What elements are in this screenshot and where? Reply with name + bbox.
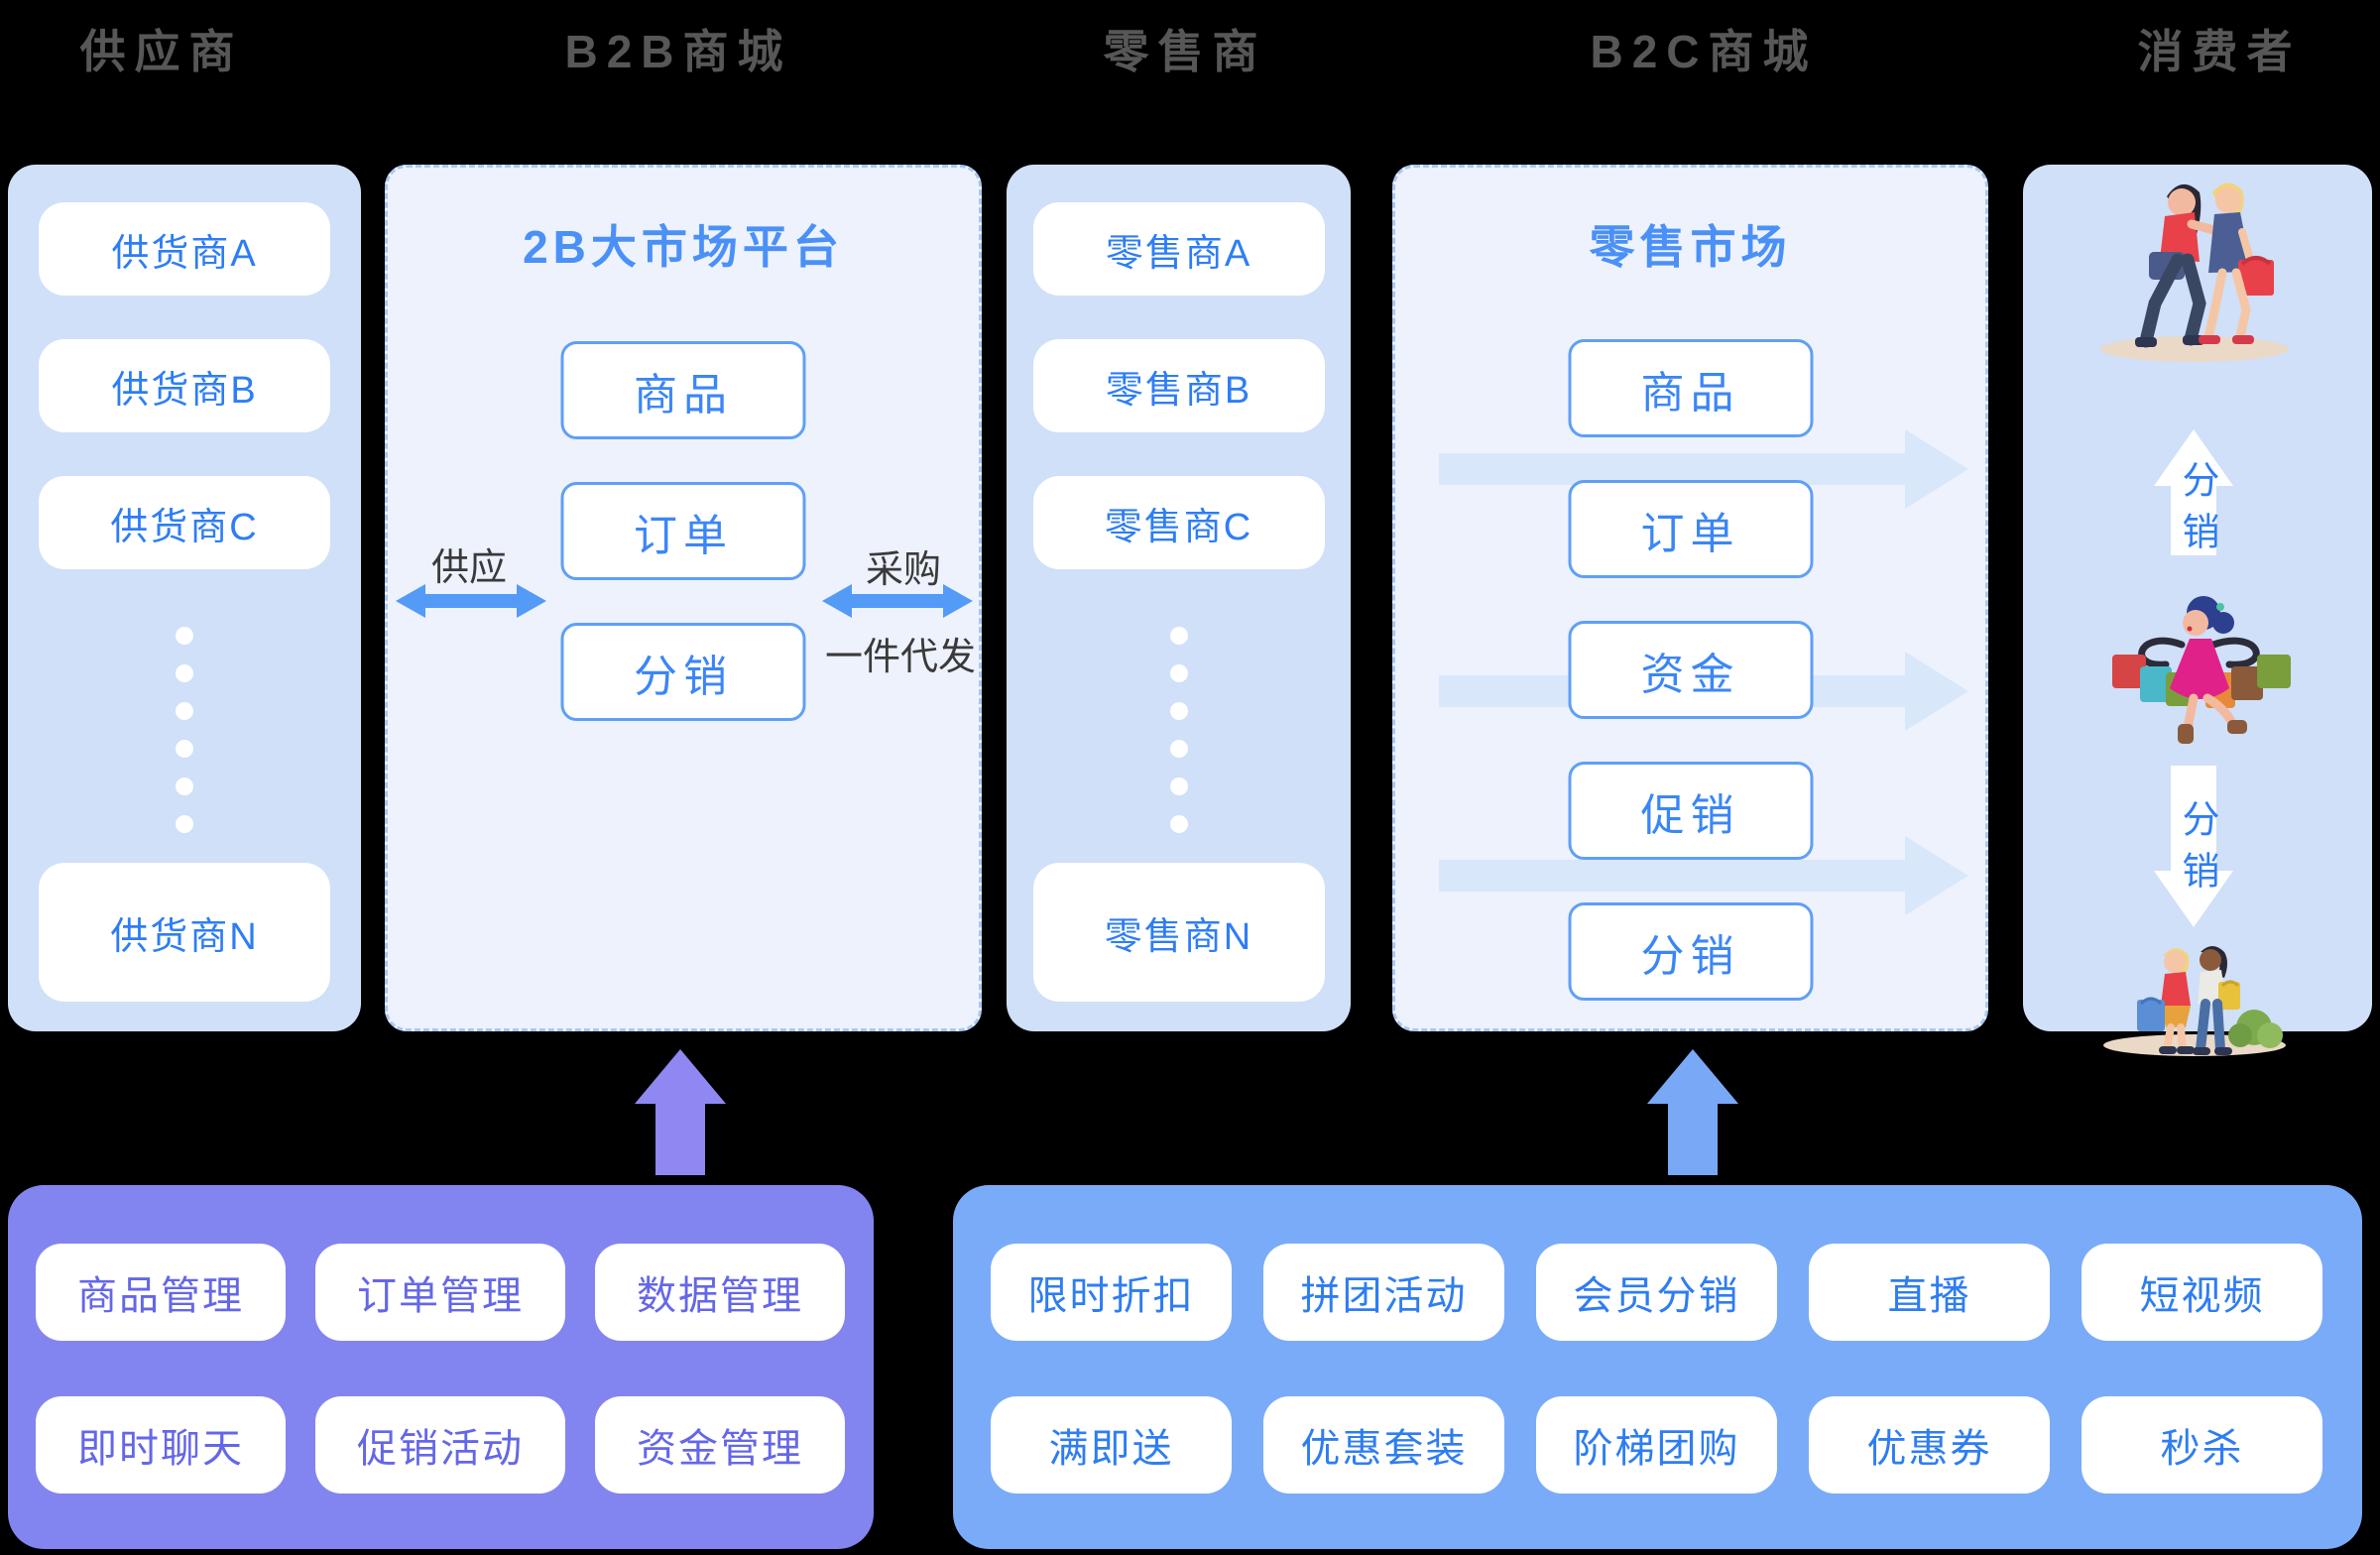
admin-feature-promotion-activity: 促销活动 (315, 1396, 565, 1494)
supplier-panel: 供货商A 供货商B 供货商C 供货商N (8, 165, 361, 1031)
supplier-item: 供货商B (39, 339, 330, 432)
marketing-feature-group-buying: 拼团活动 (1263, 1244, 1504, 1341)
marketing-feature-tiered-group-buy: 阶梯团购 (1536, 1396, 1777, 1494)
purchase-double-arrow-icon (822, 584, 973, 618)
marketing-feature-seckill: 秒杀 (2082, 1396, 2322, 1494)
b2b-box-distribution: 分销 (560, 623, 806, 721)
retailer-item-last: 零售商N (1032, 863, 1325, 1002)
marketing-feature-flash-discount: 限时折扣 (991, 1244, 1232, 1341)
b2b-box-goods: 商品 (560, 341, 806, 439)
b2b-box-orders: 订单 (560, 482, 806, 580)
b2c-box-orders: 订单 (1568, 480, 1813, 578)
retailer-item: 零售商C (1032, 476, 1325, 569)
purchase-label: 采购 (865, 549, 941, 591)
marketing-feature-full-gift: 满即送 (991, 1396, 1232, 1494)
header-b2c-mall: B2C商城 (1590, 26, 1818, 77)
b2c-marketing-panel: 限时折扣 拼团活动 会员分销 直播 短视频 满即送 优惠套装 阶梯团购 优惠券 … (953, 1185, 2362, 1549)
retailer-panel: 零售商A 零售商B 零售商C 零售商N (1007, 165, 1351, 1031)
supplier-item-last: 供货商N (39, 863, 330, 1002)
distribution-up-arrow-icon (2154, 429, 2233, 555)
retailer-item: 零售商A (1032, 202, 1325, 296)
b2c-box-promotion: 促销 (1568, 762, 1813, 860)
retailer-item: 零售商B (1032, 339, 1325, 432)
supply-label: 供应 (430, 547, 507, 589)
header-consumer: 消费者 (2137, 26, 2302, 77)
header-retailer: 零售商 (1103, 26, 1267, 77)
distribution-up-label: 分销 (2176, 460, 2217, 563)
ellipsis-dots (1169, 627, 1188, 833)
b2b-marketplace-title: 2B大市场平台 (523, 221, 844, 273)
admin-feature-goods-management: 商品管理 (36, 1244, 286, 1341)
flow-right-arrow-icon (1439, 836, 1968, 915)
marketing-feature-discount-bundle: 优惠套装 (1263, 1396, 1504, 1494)
b2b-marketplace-panel: 2B大市场平台 商品 订单 分销 供应 采购 一件代发 (385, 165, 982, 1031)
marketing-feature-coupon: 优惠券 (1809, 1396, 2050, 1494)
marketing-feature-member-distribution: 会员分销 (1536, 1244, 1777, 1341)
b2b-admin-panel: 商品管理 订单管理 数据管理 即时聊天 促销活动 资金管理 (8, 1185, 874, 1549)
bag-lady-illustration (2112, 596, 2291, 744)
consumers-shopping-illustration (2103, 946, 2286, 1056)
retail-market-panel: 零售市场 商品 订单 资金 促销 分销 (1392, 165, 1988, 1031)
dropshipping-label: 一件代发 (824, 637, 976, 678)
flow-right-arrow-icon (1439, 429, 1968, 509)
marketing-feature-live-streaming: 直播 (1809, 1244, 2050, 1341)
header-b2b-mall: B2B商城 (564, 26, 792, 77)
supplier-item: 供货商C (39, 476, 330, 569)
purple-up-arrow-icon (635, 1049, 726, 1175)
distribution-down-arrow-icon (2154, 766, 2233, 927)
admin-feature-funds-management: 资金管理 (595, 1396, 845, 1494)
retail-market-title: 零售市场 (1589, 221, 1792, 273)
consumer-panel: 分销 分销 (2023, 165, 2372, 1056)
supplier-item: 供货商A (39, 202, 330, 296)
header-supplier: 供应商 (79, 26, 244, 77)
distribution-down-label: 分销 (2176, 799, 2217, 902)
b2c-box-distribution: 分销 (1568, 902, 1813, 1001)
b2c-box-funds: 资金 (1568, 621, 1813, 719)
admin-feature-order-management: 订单管理 (315, 1244, 565, 1341)
ellipsis-dots (176, 627, 193, 833)
b2c-box-goods: 商品 (1568, 339, 1813, 437)
blue-up-arrow-icon (1647, 1049, 1738, 1175)
consumers-walking-illustration (2100, 182, 2289, 362)
admin-feature-data-management: 数据管理 (595, 1244, 845, 1341)
admin-feature-instant-chat: 即时聊天 (36, 1396, 286, 1494)
marketing-feature-short-video: 短视频 (2082, 1244, 2322, 1341)
supply-double-arrow-icon (396, 584, 546, 618)
